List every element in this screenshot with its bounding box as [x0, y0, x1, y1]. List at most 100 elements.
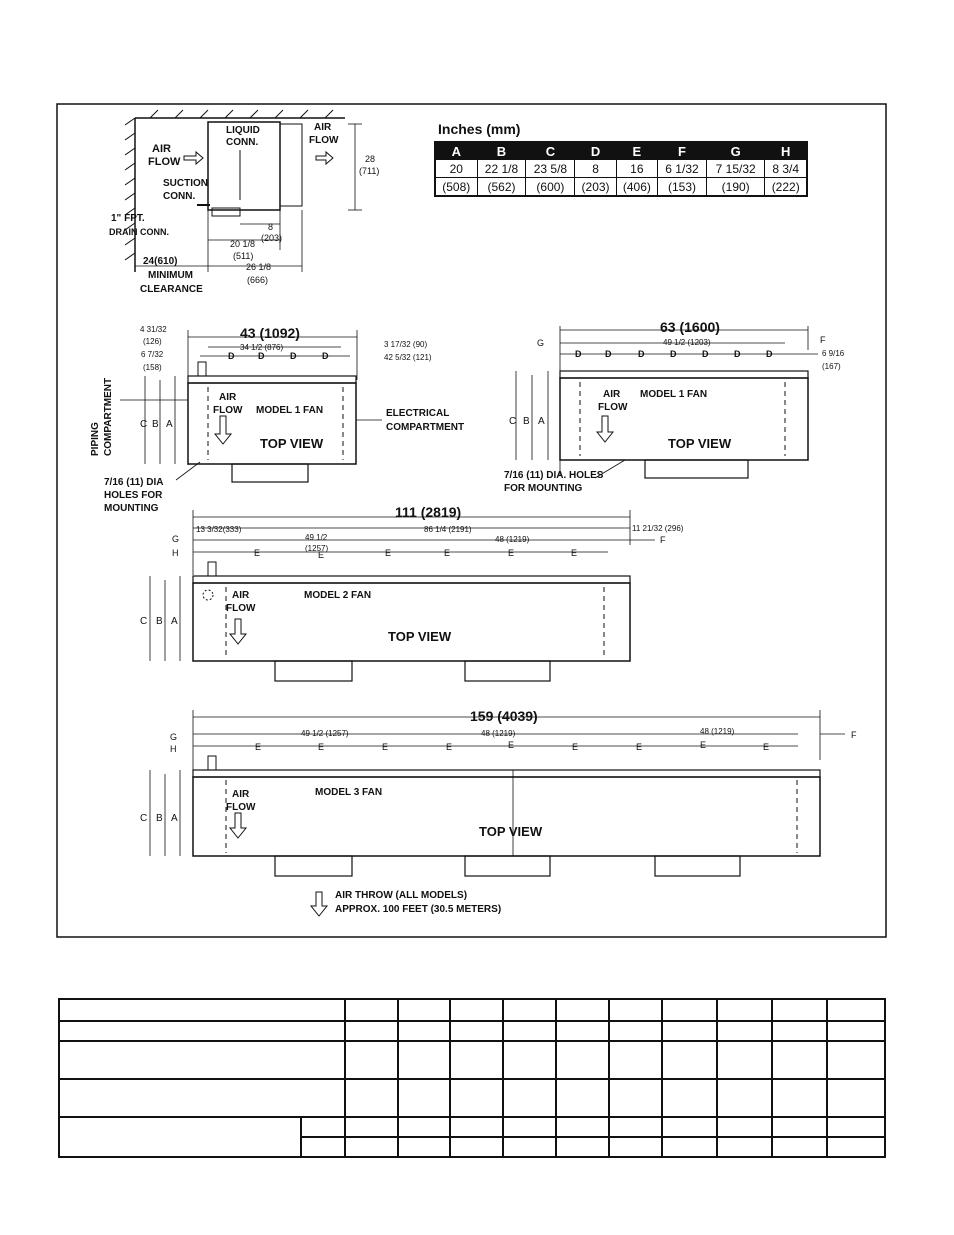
m2-f: F — [660, 535, 666, 545]
m1r-holes-1: 7/16 (11) DIA. HOLES — [504, 470, 604, 481]
dimension-table-header: A B C D E F G H — [434, 141, 808, 160]
m2-h: H — [172, 548, 179, 558]
min-clearance-1: MINIMUM — [148, 270, 193, 281]
model1-left-labels: 43 (1092) 4 31/32 (126) 6 7/32 (158) 34 … — [90, 325, 464, 514]
m3-top-view: TOP VIEW — [479, 824, 543, 839]
height-dim-2: (711) — [359, 166, 379, 176]
m3-dim-49: 49 1/2 (1257) — [301, 729, 349, 738]
m3-h: H — [170, 744, 177, 754]
spec-row-3 — [58, 1040, 887, 1080]
dim-8-1: 8 — [268, 222, 273, 232]
m3-e-2: E — [318, 742, 324, 752]
m2-dim-49-2: (1257) — [305, 544, 328, 553]
model2-labels: 111 (2819) 13 3/32(333) G H 86 1/4 (2191… — [140, 504, 684, 644]
header-f: F — [657, 141, 707, 160]
m1l-top-view: TOP VIEW — [260, 436, 324, 451]
mm-b: (562) — [476, 177, 527, 197]
m3-c: C — [140, 813, 147, 824]
header-e: E — [615, 141, 659, 160]
m2-air-2: FLOW — [226, 603, 256, 614]
model1-left-view — [120, 330, 382, 483]
m1l-dim-right1: 3 17/32 (90) — [384, 340, 427, 349]
m1r-b: B — [523, 416, 530, 427]
header-g: G — [705, 141, 766, 160]
model3-view — [149, 710, 845, 877]
model1-right-view — [515, 326, 818, 479]
m1l-piping-1: PIPING — [90, 422, 101, 456]
m1r-top-view: TOP VIEW — [668, 436, 732, 451]
m1r-d-4: D — [670, 349, 677, 359]
header-b: B — [476, 141, 527, 160]
m1r-d-5: D — [702, 349, 709, 359]
model1-right-labels: 63 (1600) G F 49 1/2 (1203) 6 9/16 (167)… — [504, 319, 845, 494]
header-a: A — [434, 141, 478, 160]
m1l-d-4: D — [322, 351, 329, 361]
inches-c: 23 5/8 — [525, 159, 576, 178]
m3-b: B — [156, 813, 163, 824]
inches-h: 8 3/4 — [764, 159, 808, 178]
m3-e-1: E — [255, 742, 261, 752]
m3-dim-48a: 48 (1219) — [481, 729, 516, 738]
spec-row-2 — [58, 1020, 887, 1042]
m2-dim-49-1: 49 1/2 — [305, 533, 328, 542]
m2-dim-48: 48 (1219) — [495, 535, 530, 544]
m1l-model: MODEL 1 FAN — [256, 405, 323, 416]
m3-air-1: AIR — [232, 789, 250, 800]
m2-dim-86: 86 1/4 (2191) — [424, 525, 472, 534]
m2-b: B — [156, 616, 163, 627]
m1l-overall: 43 (1092) — [240, 325, 300, 341]
header-d: D — [574, 141, 617, 160]
spec-row-1 — [58, 998, 887, 1022]
dimension-table-inches-row: 20 22 1/8 23 5/8 8 16 6 1/32 7 15/32 8 3… — [434, 159, 808, 178]
m1r-air-1: AIR — [603, 389, 621, 400]
m2-e-1: E — [254, 548, 260, 558]
spec-row-5 — [58, 1116, 887, 1158]
m1l-holes-2: HOLES FOR — [104, 490, 163, 501]
m1r-dim-right-1: 6 9/16 — [822, 349, 845, 358]
m1r-g: G — [537, 338, 544, 348]
dim-20-2: (511) — [233, 251, 253, 261]
m1r-dim-mid: 49 1/2 (1203) — [663, 338, 711, 347]
air-flow-out-label-1: AIR — [314, 122, 332, 133]
specification-table — [58, 998, 887, 1158]
suction-conn-label-1: SUCTION — [163, 178, 208, 189]
m1l-air-1: AIR — [219, 392, 237, 403]
m1l-dim-left1b: (126) — [143, 337, 162, 346]
m1r-overall: 63 (1600) — [660, 319, 720, 335]
m3-overall: 159 (4039) — [470, 708, 538, 724]
m1r-d-6: D — [734, 349, 741, 359]
drain-conn-label-1: 1" FPT. — [111, 213, 145, 224]
m1r-f: F — [820, 335, 826, 345]
m3-g: G — [170, 732, 177, 742]
dimension-table: A B C D E F G H 20 22 1/8 23 5/8 8 16 6 … — [434, 141, 808, 197]
spec-row-4 — [58, 1078, 887, 1118]
drawing-frame — [56, 103, 887, 938]
m3-e-3: E — [382, 742, 388, 752]
m1r-air-2: FLOW — [598, 402, 628, 413]
m1r-d-2: D — [605, 349, 612, 359]
height-dim-1: 28 — [365, 154, 375, 164]
m2-dim-left: 13 3/32(333) — [196, 525, 242, 534]
m1r-model: MODEL 1 FAN — [640, 389, 707, 400]
m2-dim-right: 11 21/32 (296) — [632, 524, 684, 533]
air-flow-out-label-2: FLOW — [309, 135, 339, 146]
air-flow-in-label-1: AIR — [152, 143, 171, 155]
dim-24: 24(610) — [143, 256, 177, 267]
mm-e: (406) — [615, 177, 659, 197]
m1l-d-1: D — [228, 351, 235, 361]
header-c: C — [525, 141, 576, 160]
mm-h: (222) — [764, 177, 808, 197]
air-flow-in-label-2: FLOW — [148, 156, 181, 168]
m1r-a: A — [538, 416, 545, 427]
m2-e-4: E — [444, 548, 450, 558]
air-throw-arrow-icon — [309, 891, 329, 917]
m1r-d-3: D — [638, 349, 645, 359]
suction-conn-label-2: CONN. — [163, 191, 195, 202]
m1l-b: B — [152, 419, 159, 430]
m1l-dim-left2a: 6 7/32 — [141, 350, 164, 359]
m1l-c: C — [140, 419, 147, 430]
m1l-d-2: D — [258, 351, 265, 361]
m3-a: A — [171, 813, 178, 824]
air-throw-line-2: APPROX. 100 FEET (30.5 METERS) — [335, 904, 501, 915]
